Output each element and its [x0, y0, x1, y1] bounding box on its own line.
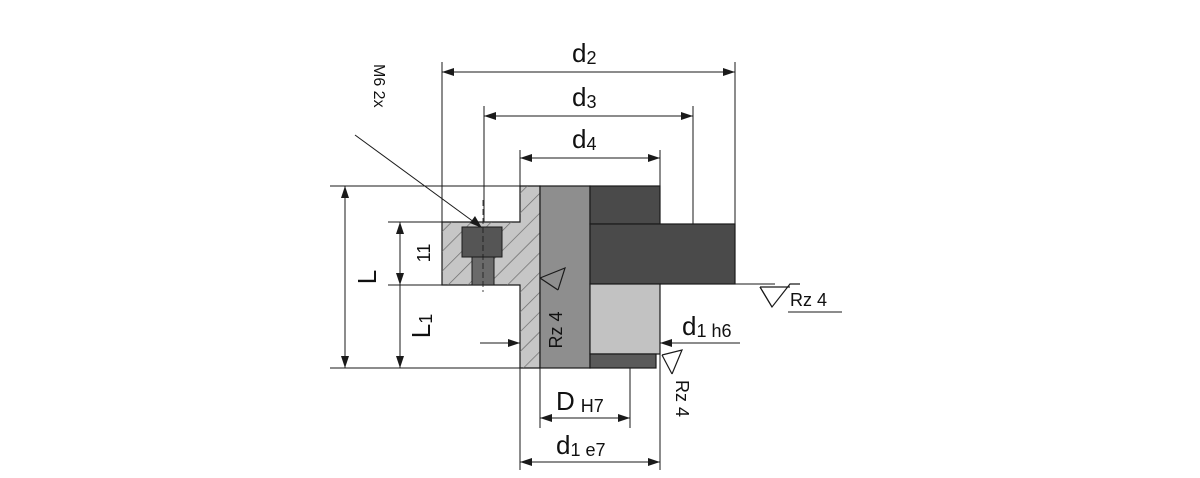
upper-shaft — [589, 185, 661, 225]
bore-insert — [589, 283, 661, 355]
dim-11-label: 11 — [414, 244, 434, 263]
dim-L1-label: L1 — [406, 314, 436, 338]
dim-L-label: L — [352, 270, 382, 284]
threaded-hole-lower — [471, 256, 495, 286]
surface-finish-right-label: Rz 4 — [790, 290, 827, 310]
dim-d1h6-label: d1 h6 — [682, 311, 732, 341]
bore-bottom-step — [589, 353, 657, 369]
thread-callout-label: M6 2x — [370, 64, 387, 108]
surface-finish-bottom-label: Rz 4 — [672, 380, 692, 417]
dimension-lines — [341, 68, 740, 466]
outer-ring — [589, 223, 736, 285]
dim-d2-label: d2 — [572, 38, 596, 68]
dim-d1e7-label: d1 e7 — [556, 430, 606, 460]
surface-finish-right — [759, 283, 842, 313]
surface-finish-bottom — [661, 349, 684, 375]
surface-finish-bore — [539, 266, 566, 291]
threaded-hole-upper — [461, 226, 503, 258]
surface-finish-bore-label: Rz 4 — [546, 311, 566, 348]
dim-d3-label: d3 — [572, 82, 596, 112]
dim-d4-label: d4 — [572, 124, 596, 154]
sleeve-body — [539, 185, 591, 369]
